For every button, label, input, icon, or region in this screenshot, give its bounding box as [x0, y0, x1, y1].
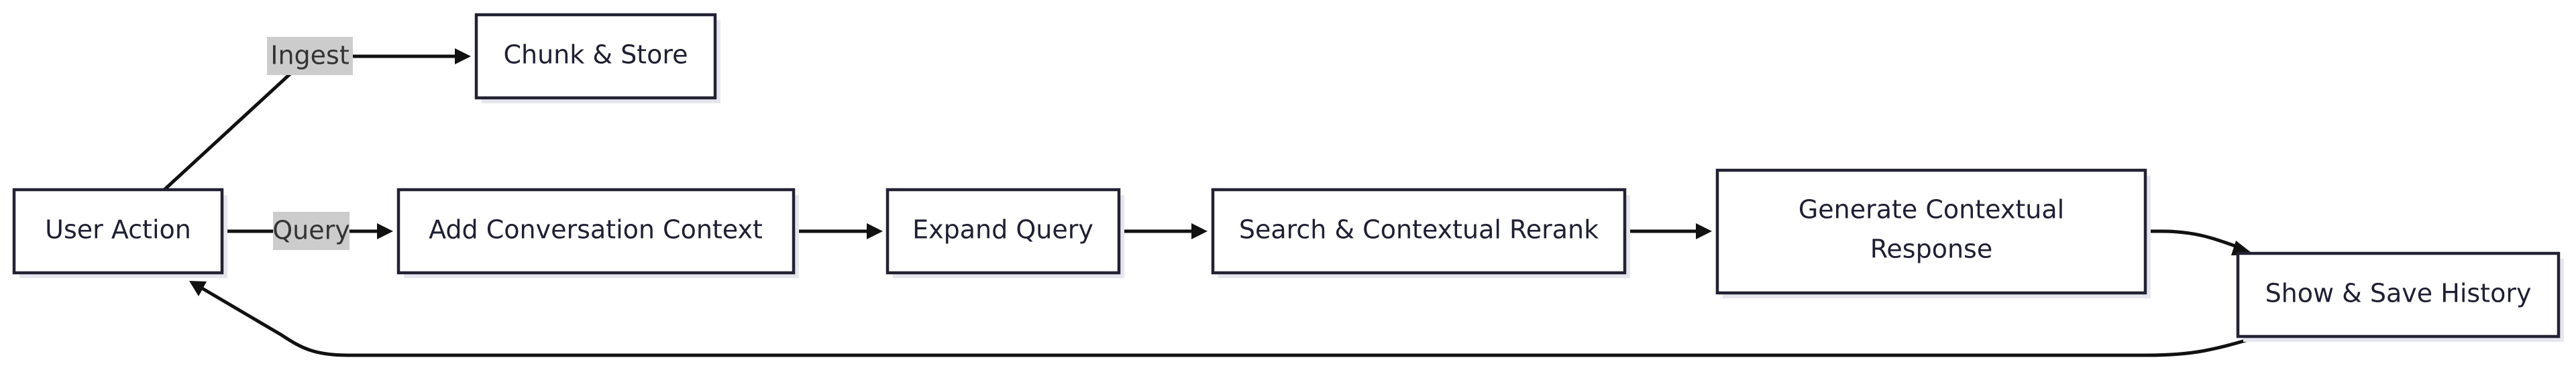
node-expand-query: Expand Query — [885, 188, 1124, 278]
arrowhead-ingest — [455, 48, 471, 64]
node-show-save-history-label: Show & Save History — [2265, 279, 2532, 308]
arrowhead-context-to-expand — [867, 223, 883, 239]
edge-ingest — [163, 54, 463, 191]
edge-label-query-text: Query — [272, 216, 350, 245]
node-add-conversation-context: Add Conversation Context — [396, 188, 799, 278]
edge-label-ingest: Ingest — [267, 37, 353, 75]
node-generate-label-line2: Response — [1870, 235, 1993, 264]
node-show-save-history: Show & Save History — [2236, 251, 2564, 342]
arrowhead-generate-to-show — [2231, 241, 2254, 255]
arrowhead-query — [377, 223, 393, 239]
edge-label-ingest-text: Ingest — [270, 41, 350, 70]
node-chunk-store-label: Chunk & Store — [503, 40, 688, 70]
node-user-action: User Action — [12, 188, 227, 278]
node-expand-query-label: Expand Query — [912, 215, 1093, 245]
node-generate-contextual-response: Generate Contextual Response — [1715, 168, 2151, 298]
node-chunk-store: Chunk & Store — [474, 13, 720, 103]
node-generate-label-line1: Generate Contextual — [1799, 195, 2064, 225]
node-user-action-label: User Action — [45, 215, 191, 245]
edges — [163, 48, 2260, 357]
edge-history-to-user — [197, 284, 2260, 357]
arrowhead-search-to-generate — [1696, 223, 1712, 239]
node-add-conversation-context-label: Add Conversation Context — [429, 215, 763, 245]
node-search-contextual-rerank-label: Search & Contextual Rerank — [1239, 215, 1599, 245]
node-search-contextual-rerank: Search & Contextual Rerank — [1211, 188, 1630, 278]
edge-label-query: Query — [272, 212, 350, 250]
edge-generate-to-show — [2145, 229, 2241, 250]
arrowhead-history-to-user — [189, 281, 207, 296]
arrowhead-expand-to-search — [1191, 223, 1208, 239]
